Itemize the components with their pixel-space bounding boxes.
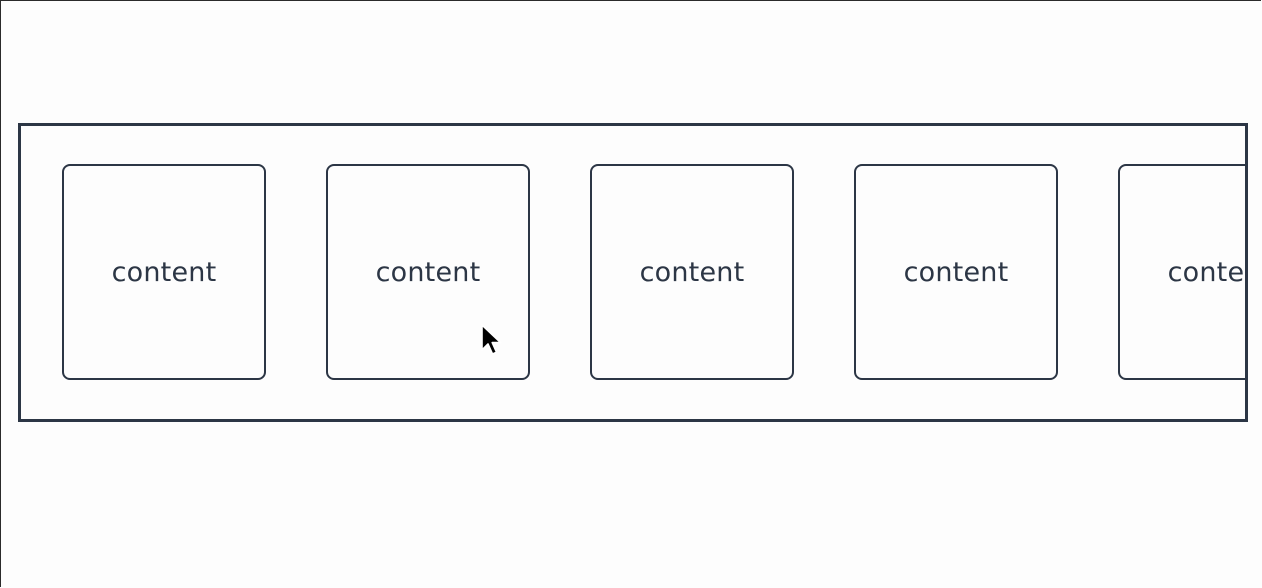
card-label: content [639,256,745,288]
content-card[interactable]: content [326,164,530,380]
content-card[interactable]: content [590,164,794,380]
content-card[interactable]: content [62,164,266,380]
horizontal-scroll-container[interactable]: content content content content content [18,123,1248,422]
card-label: content [111,256,217,288]
card-track: content content content content content [62,164,1245,380]
card-label: content [375,256,481,288]
card-label: content [1167,256,1245,288]
card-label: content [903,256,1009,288]
content-card[interactable]: content [1118,164,1245,380]
content-card[interactable]: content [854,164,1058,380]
